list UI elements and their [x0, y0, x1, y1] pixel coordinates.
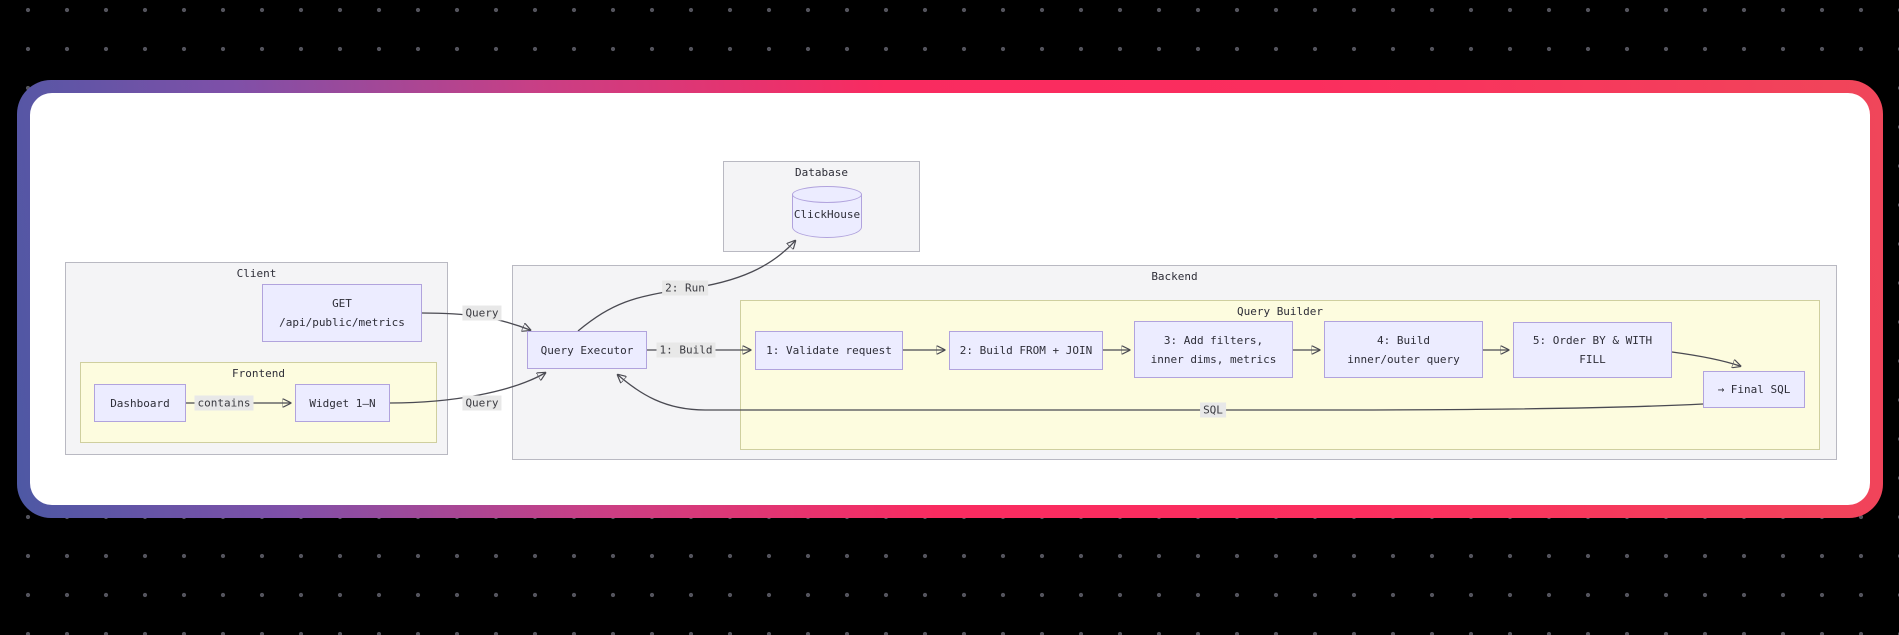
node-build-inner-line2: inner/outer query — [1347, 352, 1460, 366]
node-widget-label: Widget 1–N — [309, 396, 376, 410]
edge-label-query-widget: Query — [462, 395, 502, 411]
edge-widget-to-executor — [389, 373, 545, 404]
node-add-filters-line2: inner dims, metrics — [1150, 352, 1277, 366]
node-order-by-fill: 5: Order BY & WITH FILL — [1513, 322, 1672, 378]
node-build-from-label: 2: Build FROM + JOIN — [959, 344, 1093, 357]
node-get-endpoint: GET /api/public/metrics — [262, 284, 422, 342]
node-order-by-line1: 5: Order BY & WITH — [1532, 334, 1653, 347]
node-build-inner-outer: 4: Build inner/outer query — [1324, 321, 1483, 378]
node-get-line2: /api/public/metrics — [279, 316, 405, 329]
node-query-executor: Query Executor — [527, 331, 647, 369]
node-query-executor-label: Query Executor — [540, 343, 634, 357]
node-add-filters: 3: Add filters, inner dims, metrics — [1134, 321, 1293, 378]
node-clickhouse: ClickHouse — [792, 186, 862, 238]
node-dashboard: Dashboard — [94, 384, 186, 422]
edge-label-sql: SQL — [1200, 402, 1226, 418]
edge-label-build: 1: Build — [656, 342, 716, 358]
cluster-frontend-title: Frontend — [232, 367, 285, 380]
node-order-by-line2: FILL — [1579, 353, 1606, 366]
node-final-sql: → Final SQL — [1703, 371, 1805, 408]
node-widget: Widget 1–N — [295, 384, 390, 422]
edge-finalsql-to-executor — [618, 375, 1704, 411]
edge-orderby-to-finalsql — [1671, 351, 1740, 366]
cluster-backend-title: Backend — [1151, 270, 1198, 283]
node-get-line1: GET — [332, 297, 352, 310]
node-build-inner-line1: 4: Build — [1377, 333, 1430, 347]
node-add-filters-line1: 3: Add filters, — [1163, 333, 1264, 347]
edge-label-run: 2: Run — [662, 280, 708, 296]
node-validate-label: 1: Validate request — [766, 344, 892, 357]
node-validate-request: 1: Validate request — [755, 331, 903, 370]
node-clickhouse-label: ClickHouse — [793, 208, 861, 221]
cluster-query-builder-title: Query Builder — [1236, 305, 1324, 318]
node-build-from-join: 2: Build FROM + JOIN — [949, 331, 1103, 370]
node-final-sql-label: → Final SQL — [1717, 383, 1791, 396]
edge-label-contains: contains — [194, 395, 254, 411]
cylinder-top — [792, 186, 862, 203]
edge-label-query-get: Query — [462, 305, 502, 321]
cluster-client-title: Client — [236, 267, 277, 280]
node-dashboard-label: Dashboard — [110, 396, 170, 410]
cluster-database-title: Database — [795, 166, 848, 179]
